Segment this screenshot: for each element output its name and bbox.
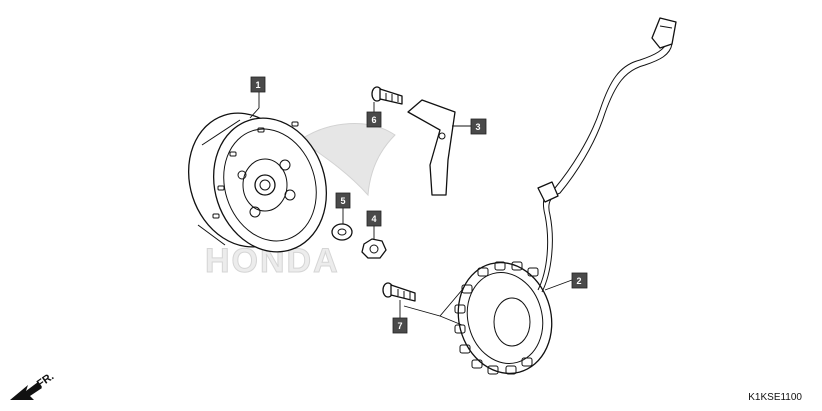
svg-text:5: 5 <box>340 196 345 206</box>
callout-6: 6 <box>366 111 382 128</box>
bolt-part-6 <box>371 86 403 105</box>
bolt-part-7 <box>382 282 416 302</box>
callout-5: 5 <box>335 192 351 209</box>
leader-lines <box>249 92 573 326</box>
callout-4: 4 <box>366 210 382 227</box>
callout-7: 7 <box>392 317 408 334</box>
arrow-icon <box>10 382 42 400</box>
callout-1: 1 <box>250 76 266 93</box>
svg-text:7: 7 <box>397 321 402 331</box>
washer-part-5 <box>331 223 353 241</box>
svg-text:1: 1 <box>255 80 260 90</box>
svg-text:4: 4 <box>371 214 376 224</box>
nut-part-4 <box>361 238 387 259</box>
front-direction-arrow: FR. <box>10 370 56 400</box>
svg-text:3: 3 <box>475 122 480 132</box>
diagram-code: K1KSE1100 <box>748 392 802 403</box>
flywheel-part <box>187 112 328 253</box>
callout-2: 2 <box>571 272 588 289</box>
callout-3: 3 <box>470 118 487 135</box>
svg-text:6: 6 <box>371 115 376 125</box>
bracket-part-3 <box>407 99 456 196</box>
svg-text:2: 2 <box>576 276 581 286</box>
stator-part-2 <box>454 17 677 375</box>
